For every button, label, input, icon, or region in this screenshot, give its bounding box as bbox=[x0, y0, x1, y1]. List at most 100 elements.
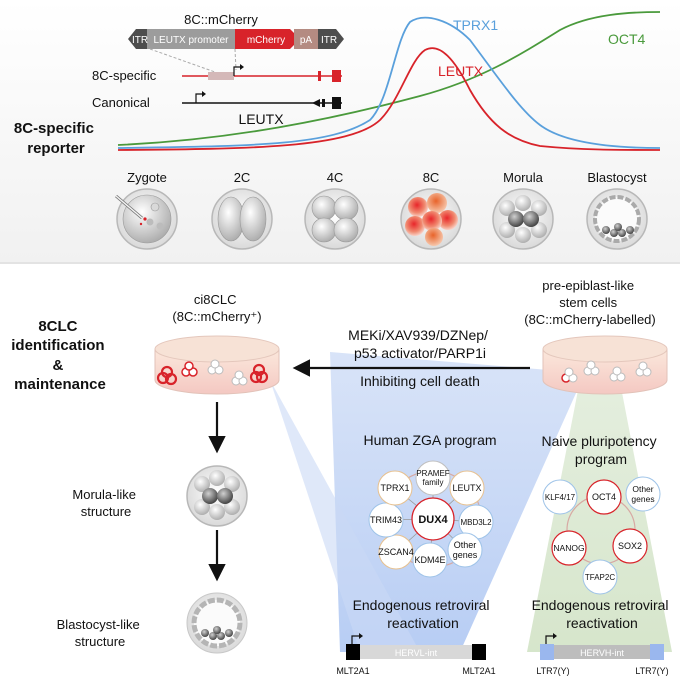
dux4-node bbox=[411, 497, 455, 541]
zga-node-leutx: LEUTX bbox=[452, 483, 481, 493]
pre-epi-line2: stem cells bbox=[559, 295, 617, 310]
zga-erv-line1: Endogenous retroviral bbox=[353, 597, 490, 613]
zga-erv-title: Endogenous retroviral reactivation bbox=[353, 597, 494, 631]
zygote-embryo bbox=[115, 188, 178, 250]
naive-node-nanog: NANOG bbox=[553, 543, 584, 553]
dashed-projection bbox=[149, 48, 216, 73]
treatment-line1: MEKi/XAV939/DZNep/ bbox=[348, 327, 488, 343]
oct4-label: OCT4 bbox=[608, 31, 646, 47]
treatment-text: MEKi/XAV939/DZNep/ p53 activator/PARP1i bbox=[348, 327, 492, 361]
itr-left-label: ITR bbox=[132, 35, 148, 46]
tprx1-label: TPRX1 bbox=[453, 17, 498, 33]
expression-curves: TPRX1 LEUTX OCT4 bbox=[117, 11, 661, 151]
itr-right-box bbox=[318, 29, 344, 49]
morula-embryo bbox=[492, 188, 554, 250]
pre-epi-line1: pre-epiblast-like bbox=[542, 278, 634, 293]
promoter-box bbox=[147, 29, 235, 49]
tss-arrow-canonical bbox=[195, 93, 203, 103]
morula-like-structure bbox=[186, 465, 248, 527]
zga-erv-line2: reactivation bbox=[387, 615, 459, 631]
dux4-label: DUX4 bbox=[418, 514, 448, 526]
naive-erv-line1: Endogenous retroviral bbox=[532, 597, 669, 613]
naive-beam bbox=[527, 380, 672, 652]
naive-title-line1: Naive pluripotency bbox=[541, 433, 656, 449]
itr-left-box bbox=[128, 29, 148, 49]
exon-8c-2 bbox=[332, 70, 341, 82]
hervh-int-label: HERVH-int bbox=[580, 648, 624, 658]
ltr7-left-label: LTR7(Y) bbox=[536, 666, 569, 676]
tss-arrow-head bbox=[240, 64, 244, 70]
hervl-element: HERVL-int MLT2A1 MLT2A1 bbox=[336, 633, 496, 676]
8c-specific-promoter bbox=[208, 72, 234, 80]
zga-node-trim43: TRIM43 bbox=[370, 515, 402, 525]
row-8c-specific-label: 8C-specific bbox=[92, 68, 157, 83]
stage-labels: Zygote 2C 4C 8C Morula Blastocyst bbox=[127, 170, 647, 185]
mcherry-label: mCherry bbox=[247, 35, 285, 46]
naive-erv-title: Endogenous retroviral reactivation bbox=[532, 597, 673, 631]
zga-node-mbd3l2: MBD3L2 bbox=[460, 518, 492, 527]
pre-epi-line3: (8C::mCherry-labelled) bbox=[524, 312, 655, 327]
naive-node-sox2: SOX2 bbox=[618, 541, 642, 551]
row-canonical-label: Canonical bbox=[92, 95, 150, 110]
exon-can-1 bbox=[322, 99, 325, 107]
zga-beam-left bbox=[270, 380, 420, 652]
construct-title: 8C::mCherry bbox=[184, 12, 258, 27]
naive-title: Naive pluripotency program bbox=[541, 433, 660, 467]
pa-label: pA bbox=[300, 35, 313, 46]
identification-section-label: 8CLC identification & maintenance bbox=[11, 318, 109, 393]
morula-like-line1: Morula-like bbox=[72, 487, 136, 502]
ci8clc-line2: (8C::mCherry⁺) bbox=[172, 309, 261, 324]
promoter-label: LEUTX promoter bbox=[153, 35, 229, 46]
stage-label-blastocyst: Blastocyst bbox=[587, 170, 647, 185]
naive-erv-line2: reactivation bbox=[566, 615, 638, 631]
8c-embryo bbox=[400, 188, 462, 250]
reporter-label-line2: reporter bbox=[27, 140, 85, 157]
section-line-4: maintenance bbox=[14, 376, 106, 393]
4c-embryo bbox=[304, 188, 366, 250]
gene-label: LEUTX bbox=[238, 111, 284, 127]
naive-node-oct4: OCT4 bbox=[592, 492, 616, 502]
blastocyst-like-structure bbox=[186, 592, 248, 654]
2c-embryo bbox=[211, 188, 273, 250]
ci8clc-label: ci8CLC (8C::mCherry⁺) bbox=[172, 292, 261, 324]
ci8clc-line1: ci8CLC bbox=[194, 292, 237, 307]
stage-label-2c: 2C bbox=[234, 170, 251, 185]
blastocyst-like-label: Blastocyst-like structure bbox=[57, 617, 144, 649]
exon-can-2 bbox=[332, 97, 341, 109]
tss-arrow-hervl bbox=[351, 635, 360, 644]
canonical-exon-arrow bbox=[312, 99, 320, 107]
mlt2a1-right-label: MLT2A1 bbox=[462, 666, 495, 676]
leutx-curve bbox=[117, 47, 661, 151]
naive-node-klf: KLF4/17 bbox=[545, 493, 576, 502]
zga-node-zscan4: ZSCAN4 bbox=[378, 547, 414, 557]
stage-label-4c: 4C bbox=[327, 170, 344, 185]
morula-like-label: Morula-like structure bbox=[72, 487, 139, 519]
tprx1-curve bbox=[117, 16, 661, 149]
section-line-3: & bbox=[52, 357, 63, 374]
exon-8c-1 bbox=[318, 71, 321, 81]
stage-label-morula: Morula bbox=[503, 170, 544, 185]
leutx-curve-label: LEUTX bbox=[438, 63, 484, 79]
ltr7-right-label: LTR7(Y) bbox=[635, 666, 668, 676]
pre-epiblast-label: pre-epiblast-like stem cells (8C::mCherr… bbox=[524, 278, 655, 327]
tss-arrow-hervh bbox=[545, 635, 554, 644]
mcherry-box bbox=[235, 29, 300, 49]
pre-epiblast-dish bbox=[542, 335, 668, 395]
ci8clc-dish bbox=[154, 335, 280, 395]
tss-arrow-8c bbox=[233, 66, 241, 76]
pa-box bbox=[294, 29, 318, 49]
itr-right-label: ITR bbox=[321, 35, 337, 46]
stage-label-8c: 8C bbox=[423, 170, 440, 185]
section-line-2: identification bbox=[11, 337, 104, 354]
naive-title-line2: program bbox=[575, 451, 627, 467]
inhibiting-text: Inhibiting cell death bbox=[360, 373, 480, 389]
tss-arrow-head bbox=[202, 91, 206, 97]
section-line-1: 8CLC bbox=[38, 318, 77, 335]
stage-label-zygote: Zygote bbox=[127, 170, 167, 185]
